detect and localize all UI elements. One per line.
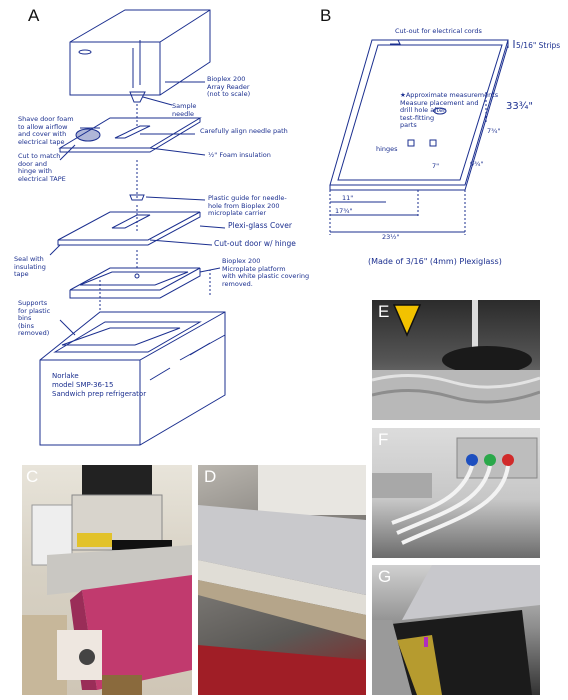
foam-annotation: ½" Foam insulation [208,151,271,159]
photo-c: C [22,465,192,695]
dim-9-75-annotation: 9¾" [470,160,484,168]
platform-annotation: Bioplex 200 Microplate platform with whi… [222,257,310,288]
cover-annotation: Plexi-glass Cover [228,221,292,230]
seal-annotation: Seal with insulating tape [14,255,46,278]
approx-annotation: ★Approximate measurements Measure placem… [400,91,499,129]
height-annotation: 33¾" [506,101,534,112]
supports-annotation: Supports for plastic bins (bins removed) [18,299,51,337]
dim-11-annotation: 11" [342,194,354,202]
cut-match-annotation: Cut to match door and hinge with electri… [18,152,66,183]
guide-annotation: Plastic guide for needle- hole from Biop… [208,194,287,217]
photo-d: D [198,465,366,695]
cutout-door-annotation: Cut-out door w/ hinge [214,239,296,248]
sample-needle-annotation: Sample needle [172,102,197,118]
panel-label-f: F [378,430,389,449]
plexiglass-note: (Made of 3/16" (4mm) Plexiglass) [368,257,502,266]
dim-7-75-annotation: 7¾" [487,127,501,135]
photo-f: F [372,428,540,558]
sketch-a-drawing [39,9,226,446]
dim-23-5-annotation: 23½" [382,233,400,241]
panel-label-e: E [378,302,390,321]
cutout-cords-annotation: Cut-out for electrical cords [395,27,482,35]
panel-label-a: A [28,6,40,25]
dim-17-75-annotation: 17¾" [335,207,353,215]
dim-7-annotation: 7" [432,162,440,170]
align-annotation: Carefully align needle path [200,127,288,135]
panel-label-b: B [320,6,332,25]
panel-label-d: D [204,467,217,486]
photo-e: E [372,300,540,420]
shave-annotation: Shave door foam to allow airflow and cov… [18,115,74,146]
panel-label-c: C [26,467,39,486]
reader-annotation: Bioplex 200 Array Reader (not to scale) [207,75,251,98]
panel-label-g: G [378,567,392,586]
strips-annotation: 5/16" Strips [516,41,561,50]
photo-g: G [372,565,540,695]
sketch-b-drawing [329,39,515,235]
hinges-annotation: hinges [376,145,398,153]
fridge-annotation: Norlake model SMP-36-15 Sandwich prep re… [52,372,147,398]
